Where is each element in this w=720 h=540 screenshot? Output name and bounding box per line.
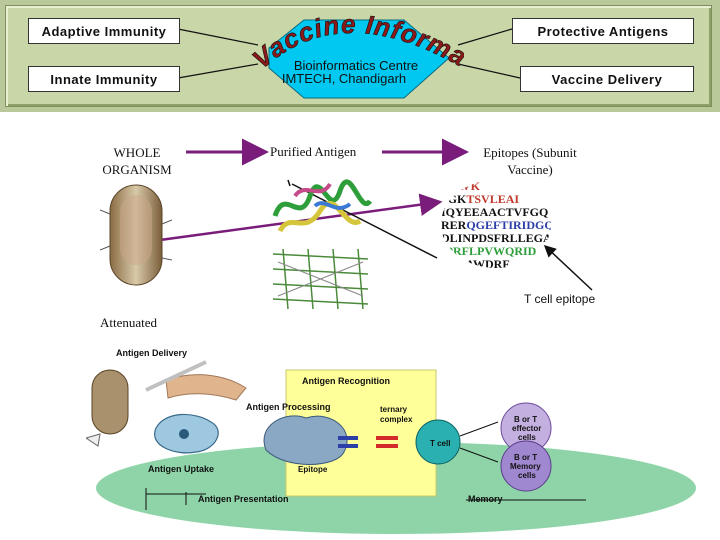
sequence-line: DLINPDSFRLLEGA: [441, 232, 551, 245]
antigen-delivery-text: Antigen Delivery: [116, 348, 187, 358]
attenuated-label: Attenuated: [100, 315, 158, 330]
sequence-line: SQAAWDRF: [441, 257, 551, 269]
molecular-lattice-image: [272, 248, 369, 310]
sequence-segment: QGEFTIRIDGQ: [466, 218, 551, 232]
sequence-line: IPRFLPVWQRID: [441, 245, 551, 258]
sequence-segment: RER: [441, 218, 467, 232]
effector-text-1: B or T: [514, 415, 537, 424]
memory-cells-text-1: B or T: [514, 453, 537, 462]
protein-structure-image: [272, 179, 373, 233]
sequence-line: RERQGEFTIRIDGQ: [441, 219, 551, 232]
immune-response-panel: Antigen Delivery Antigen Recognition Ant…: [86, 348, 696, 534]
innate-immunity-box: Innate Immunity: [28, 66, 180, 92]
t-cell-text: T cell: [430, 439, 450, 448]
header-connectors: [177, 28, 521, 79]
sequence-segment: DLINPDSFRLLEGA: [441, 231, 551, 245]
whole-organism-label: WHOLE ORGANISM: [102, 145, 172, 177]
effector-text-2: effector: [512, 424, 541, 433]
epitope-text: Epitope: [298, 465, 328, 474]
centre-location: IMTECH, Chandigarh: [282, 71, 406, 86]
purified-antigen-label: Purified Antigen: [270, 144, 357, 159]
t-cell-epitope-label: T cell epitope: [524, 292, 596, 306]
epitopes-label: Epitopes (Subunit Vaccine): [483, 145, 577, 177]
memory-cells-text-3: cells: [518, 471, 536, 480]
sequence-line: IQYEEAACTVFGQ: [441, 206, 551, 219]
antigen-uptake-text: Antigen Uptake: [148, 464, 214, 474]
sequence-segment: TSVLEAI: [466, 192, 520, 206]
memory-text: Memory: [468, 494, 503, 504]
memory-cells-text-2: Memory: [510, 462, 541, 471]
vaccine-informatics-logo: Vaccine Informatics Bioinformatics Centr…: [244, 8, 464, 99]
antigen-recognition-text: Antigen Recognition: [302, 376, 390, 386]
sequence-segment: SQAAWDRF: [441, 257, 510, 269]
ternary-complex-text-1: ternary: [380, 405, 408, 414]
centre-name: Bioinformatics Centre: [294, 58, 418, 73]
ternary-complex-text-2: complex: [380, 415, 413, 424]
adaptive-immunity-box: Adaptive Immunity: [28, 18, 180, 44]
antigen-presentation-text: Antigen Presentation: [198, 494, 289, 504]
sequence-segment: IQYEEAACTVFGQ: [441, 205, 549, 219]
protective-antigens-box: Protective Antigens: [512, 18, 694, 44]
sequence-segment: IPRFLPVWQRID: [441, 244, 537, 258]
antigen-processing-text: Antigen Processing: [246, 402, 331, 412]
vaccine-delivery-box: Vaccine Delivery: [520, 66, 694, 92]
bacterium-image: [100, 184, 172, 286]
effector-text-3: cells: [518, 433, 536, 442]
